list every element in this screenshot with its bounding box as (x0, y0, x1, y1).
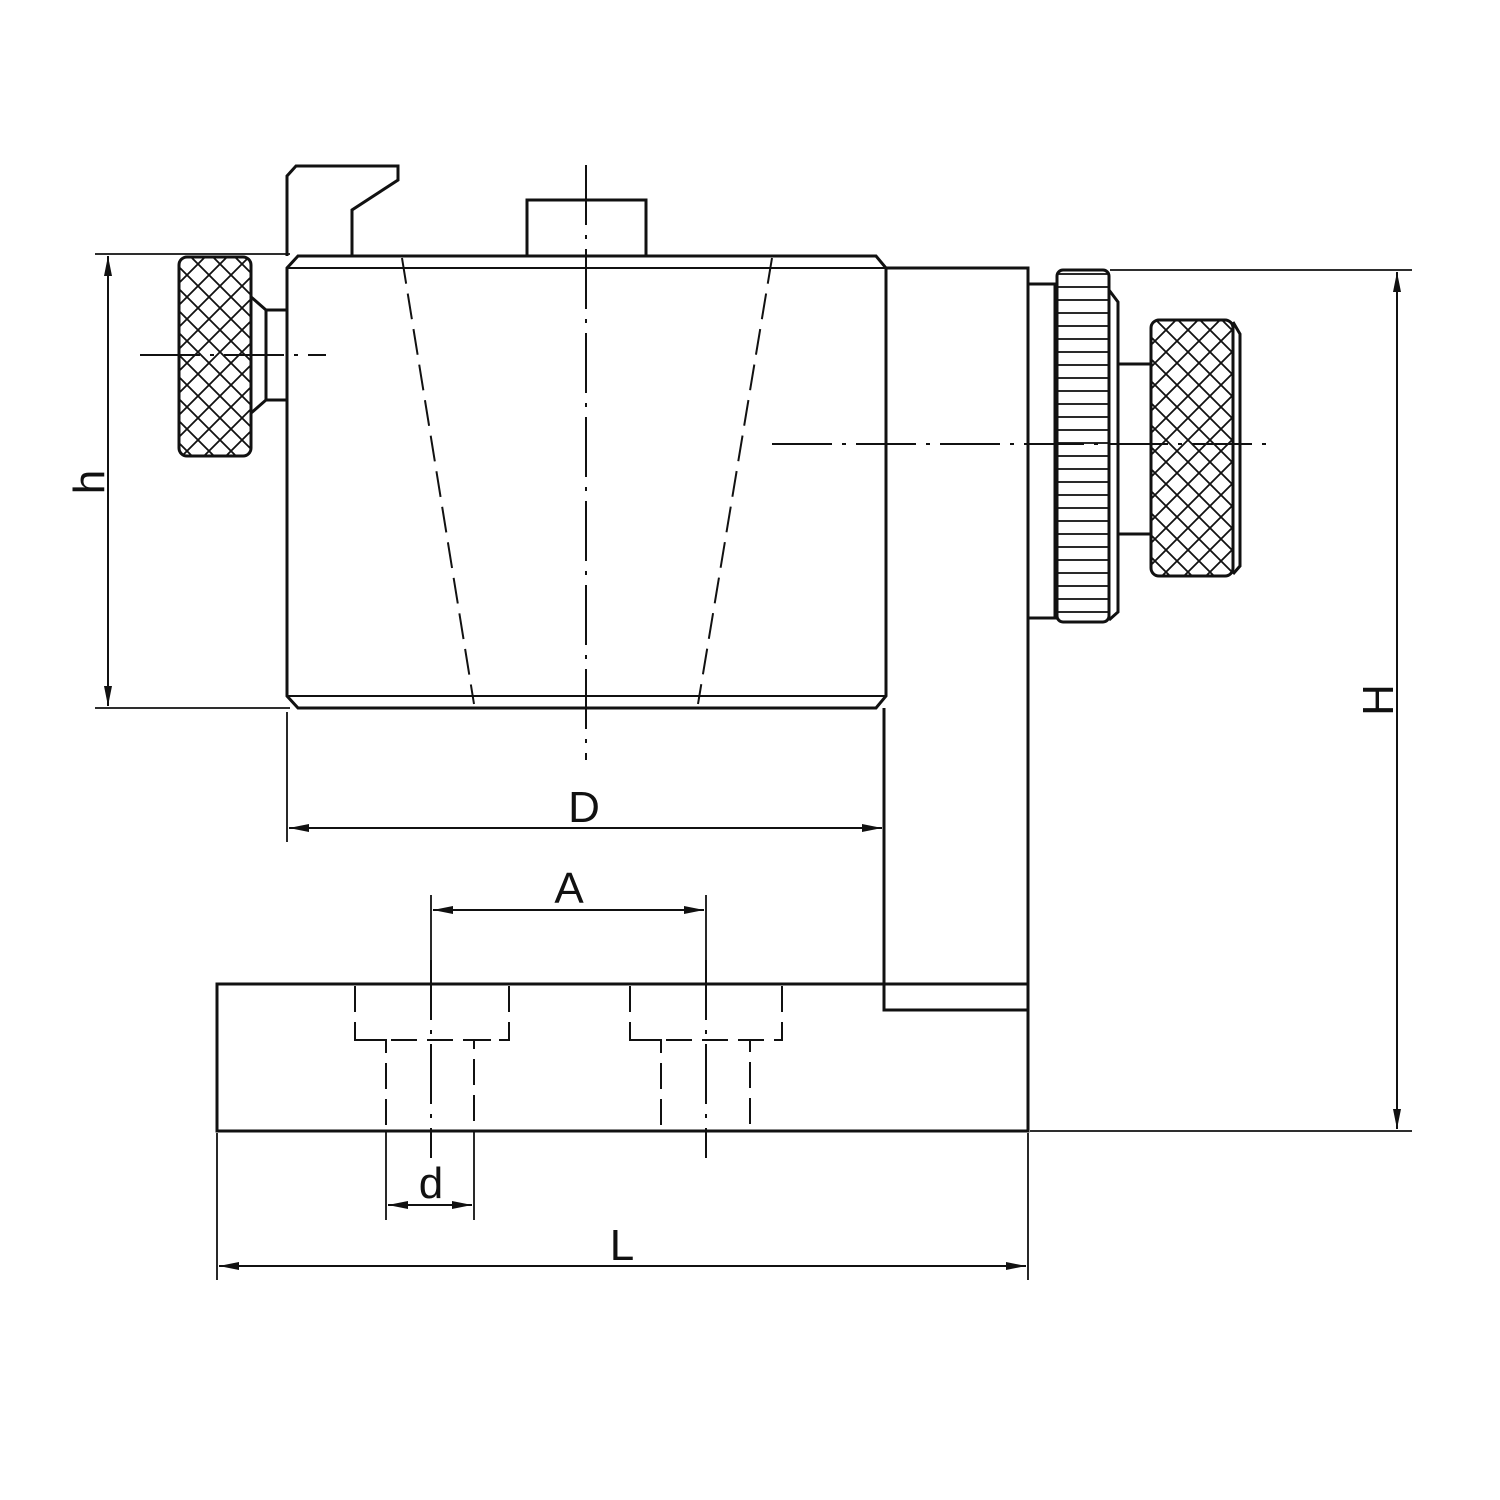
dimension-label-L: L (610, 1221, 634, 1270)
cylinder-body (285, 254, 888, 710)
clamp-hook (285, 164, 400, 256)
dimension-L: L (216, 1133, 1029, 1280)
dimension-A: A (430, 864, 707, 960)
dimension-label-A: A (554, 864, 584, 913)
ribbed-collar-icon (1055, 268, 1111, 624)
dimension-label-h: h (65, 470, 114, 494)
right-knurl-icon (1149, 318, 1235, 578)
dimension-label-d: d (419, 1159, 443, 1208)
base-plate (215, 960, 1030, 1158)
dimension-H: H (1030, 269, 1412, 1132)
bore-left-hidden-line (401, 257, 475, 705)
dimension-h: h (65, 253, 290, 709)
dimension-label-D: D (568, 783, 600, 832)
bore-right-hidden-line (697, 257, 773, 705)
dimension-d: d (385, 1131, 475, 1220)
support-column (882, 266, 1030, 1012)
left-counterbore-hole (354, 986, 510, 1129)
right-adjust-screw (772, 268, 1276, 624)
left-knurled-screw (140, 255, 326, 458)
dimension-D: D (286, 712, 882, 842)
dimension-label-H: H (1354, 684, 1403, 716)
right-counterbore-hole (629, 986, 783, 1129)
left-knurl-icon (177, 255, 253, 458)
